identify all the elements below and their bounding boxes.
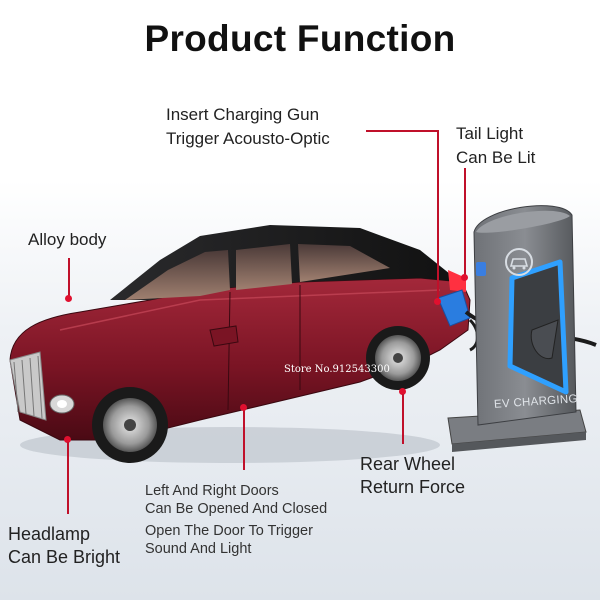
ev-charger bbox=[447, 205, 587, 452]
callout-dot-tail bbox=[461, 274, 468, 281]
callout-dot-alloy bbox=[65, 295, 72, 302]
callout-line-charging-v bbox=[437, 130, 439, 300]
callout-line-rear-wheel bbox=[402, 394, 404, 444]
callout-dot-doors bbox=[240, 404, 247, 411]
callout-dot-charging bbox=[434, 298, 441, 305]
callout-line-doors bbox=[243, 408, 245, 470]
headlamp-line-2: Can Be Bright bbox=[8, 547, 121, 567]
doors-line-2: Can Be Opened And Closed bbox=[145, 501, 328, 517]
headlamp-line-1: Headlamp bbox=[8, 524, 91, 544]
callout-line-alloy bbox=[68, 258, 70, 296]
door-sound-label: Open The Door To Trigger Sound And Light bbox=[145, 522, 313, 558]
callout-line-charging-h bbox=[366, 130, 438, 132]
door-sound-line-1: Open The Door To Trigger bbox=[145, 523, 313, 539]
callout-dot-rear-wheel bbox=[399, 388, 406, 395]
charging-gun-line-1: Insert Charging Gun bbox=[166, 105, 320, 124]
rear-wheel-line-1: Rear Wheel bbox=[360, 454, 456, 474]
charging-gun-label: Insert Charging Gun Trigger Acousto-Opti… bbox=[166, 103, 330, 151]
alloy-body-label: Alloy body bbox=[28, 230, 107, 249]
charging-gun-line-2: Trigger Acousto-Optic bbox=[166, 129, 330, 148]
tail-light-line-2: Can Be Lit bbox=[456, 148, 536, 167]
store-watermark: Store No.912543300 bbox=[284, 364, 390, 375]
rear-wheel-label: Rear Wheel Return Force bbox=[360, 453, 465, 499]
page-title: Product Function bbox=[144, 18, 456, 59]
car-model bbox=[9, 225, 471, 463]
tail-light-line-1: Tail Light bbox=[456, 124, 524, 143]
callout-line-headlamp bbox=[67, 442, 69, 514]
tail-light-label: Tail Light Can Be Lit bbox=[456, 122, 535, 170]
door-sound-line-2: Sound And Light bbox=[145, 541, 252, 557]
doors-label: Left And Right Doors Can Be Opened And C… bbox=[145, 482, 327, 518]
rear-wheel-line-2: Return Force bbox=[360, 477, 466, 497]
car-charging-icon bbox=[505, 248, 533, 276]
callout-line-tail bbox=[464, 168, 466, 276]
doors-line-1: Left And Right Doors bbox=[145, 483, 279, 499]
headlamp-label: Headlamp Can Be Bright bbox=[8, 523, 120, 569]
callout-dot-headlamp bbox=[64, 436, 71, 443]
